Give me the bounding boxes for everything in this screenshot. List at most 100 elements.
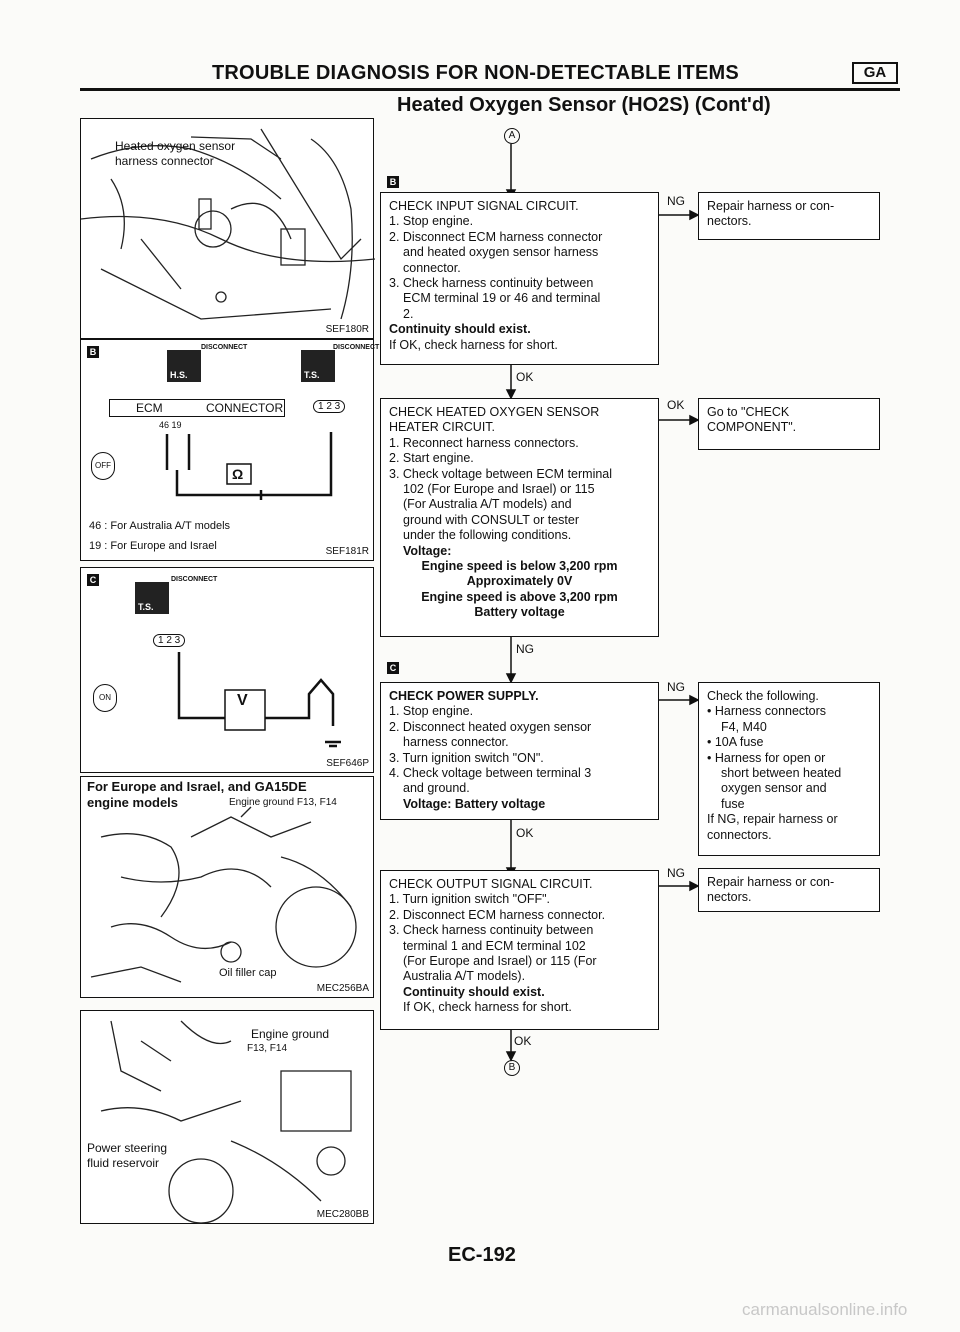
figure-voltage-check: C T.S. DISCONNECT 1 2 3 V ON SEF646P (80, 567, 374, 773)
fig5-refs: F13, F14 (247, 1043, 288, 1054)
ng-label: NG (516, 642, 534, 656)
ohm-symbol: Ω (232, 466, 244, 482)
ok-label: OK (516, 370, 534, 384)
ts-label: T.S. (138, 602, 154, 612)
step-text: under the following conditions. (403, 528, 572, 543)
ecm-pins: 46 19 (159, 420, 182, 430)
connector-label: CONNECTOR (206, 401, 284, 415)
fig1-label-connector: harness connector (115, 154, 214, 168)
result-text: • Harness connectors (707, 704, 827, 719)
step-text: and ground. (403, 781, 470, 796)
step-text: 2. (403, 306, 414, 321)
step-check-power-supply: CHECK POWER SUPPLY. 1. Stop engine. 2. D… (380, 682, 659, 820)
step-text: 102 (For Europe and Israel) or 115 (403, 482, 595, 497)
figure-engine-ground-1: For Europe and Israel, and GA15DE engine… (80, 776, 374, 998)
step-criteria: Engine speed is below 3,200 rpm (421, 559, 618, 574)
step-text: 2. Start engine. (389, 451, 474, 466)
step-text: terminal 1 and ECM terminal 102 (403, 938, 586, 953)
step-criteria: Voltage: Battery voltage (403, 796, 546, 811)
ng-label: NG (667, 866, 685, 880)
engine-sketch-3 (100, 1020, 352, 1224)
section-badge: GA (852, 62, 898, 84)
page-title: TROUBLE DIAGNOSIS FOR NON-DETECTABLE ITE… (212, 62, 739, 84)
step-criteria: Continuity should exist. (403, 984, 545, 999)
result-text: COMPONENT". (707, 420, 797, 435)
step-text: CHECK OUTPUT SIGNAL CIRCUIT. (389, 877, 593, 891)
fig5-engine-ground: Engine ground (251, 1027, 330, 1041)
result-text: Go to "CHECK (707, 405, 790, 419)
power-steering-label-2: fluid reservoir (87, 1156, 160, 1170)
disconnect-label-2: DISCONNECT (333, 344, 380, 351)
result-repair-harness: Repair harness or con- nectors. (698, 192, 880, 240)
step-text: 3. Turn ignition switch "ON". (389, 750, 544, 765)
continuity-wiring (165, 432, 333, 500)
ecm-label: ECM (136, 401, 163, 415)
step-text: harness connector. (403, 735, 509, 750)
step-text: (For Europe and Israel) or 115 (For (403, 954, 597, 969)
step-criteria: Voltage: (403, 543, 452, 558)
key-on-icon: ON (93, 684, 117, 712)
result-text: • 10A fuse (707, 735, 764, 750)
step-text: ECM terminal 19 or 46 and terminal (403, 291, 601, 306)
step-check-output-signal: CHECK OUTPUT SIGNAL CIRCUIT. 1. Turn ign… (380, 870, 659, 1030)
note-europe: 19 : For Europe and Israel (89, 540, 217, 552)
step-text: HEATER CIRCUIT. (389, 420, 496, 435)
step-text: 3. Check harness continuity between (389, 923, 594, 938)
connector-pins: 1 2 3 (153, 634, 186, 647)
result-check-following: Check the following. • Harness connector… (698, 682, 880, 856)
ok-label: OK (514, 1034, 532, 1048)
page-subtitle: Heated Oxygen Sensor (HO2S) (Cont'd) (397, 94, 771, 116)
ok-label: OK (667, 398, 685, 412)
figure-engine-ground-2: Engine ground F13, F14 Power steering fl… (80, 1010, 374, 1224)
fig4-engine-ground: Engine ground F13, F14 (229, 797, 337, 808)
figure-id: SEF181R (325, 546, 369, 557)
flow-letter-b: B (387, 176, 399, 188)
flow-end-marker: B (504, 1060, 520, 1076)
step-text: If OK, check harness for short. (403, 1000, 572, 1015)
watermark: carmanualsonline.info (742, 1300, 908, 1319)
page-number: EC-192 (448, 1244, 516, 1266)
figure-id: MEC256BA (316, 983, 369, 994)
on-label: ON (99, 693, 111, 702)
flow-letter-c: C (387, 662, 399, 674)
engine-sketch-1 (81, 128, 375, 320)
step-text: 1. Turn ignition switch "OFF". (389, 892, 551, 907)
result-text: Repair harness or con- (707, 199, 835, 213)
step-text: Australia A/T models). (403, 969, 526, 984)
figure-letter-b: B (87, 346, 99, 358)
step-check-heater-circuit: CHECK HEATED OXYGEN SENSOR HEATER CIRCUI… (380, 398, 659, 637)
step-text: 2. Disconnect heated oxygen sensor (389, 719, 592, 734)
step-criteria: Approximately 0V (466, 574, 573, 589)
result-go-to-check-component: Go to "CHECK COMPONENT". (698, 398, 880, 450)
figure-continuity-check: B H.S. DISCONNECT T.S. DISCONNECT ECM CO… (80, 339, 379, 561)
disconnect-label: DISCONNECT (201, 344, 248, 351)
ng-label: NG (667, 194, 685, 208)
result-text: • Harness for open or (707, 750, 826, 765)
figure-oxygen-sensor-connector: Heated oxygen sensor harness connector S… (80, 118, 375, 339)
disconnect-ts-icon: T.S. (135, 582, 169, 614)
result-text: F4, M40 (721, 719, 767, 734)
engine-sketch-2 (90, 806, 357, 983)
fig4-title-2: engine models (87, 795, 179, 810)
ecm-connector-box: ECM CONNECTOR (109, 399, 285, 417)
step-text: and heated oxygen sensor harness (403, 245, 599, 260)
step-text: 2. Disconnect ECM harness connector. (389, 907, 606, 922)
disconnect-ts-icon: T.S. (301, 350, 335, 382)
result-text: Check the following. (707, 689, 819, 703)
note-australia: 46 : For Australia A/T models (89, 520, 231, 532)
ng-label: NG (667, 680, 685, 694)
flow-start-marker: A (504, 128, 520, 144)
step-text: ground with CONSULT or tester (403, 512, 579, 527)
ts-label: T.S. (304, 370, 320, 380)
step-criteria: Continuity should exist. (389, 322, 531, 337)
result-text: nectors. (707, 890, 752, 905)
disconnect-label: DISCONNECT (171, 576, 218, 583)
result-text: connectors. (707, 827, 772, 842)
figure-id: MEC280BB (316, 1209, 369, 1220)
result-text: fuse (721, 796, 745, 811)
disconnect-hs-icon: H.S. (167, 350, 201, 382)
step-text: 3. Check voltage between ECM terminal (389, 466, 613, 481)
off-label: OFF (95, 461, 111, 470)
figure-id: SEF180R (325, 324, 369, 335)
step-text: 3. Check harness continuity between (389, 276, 594, 291)
